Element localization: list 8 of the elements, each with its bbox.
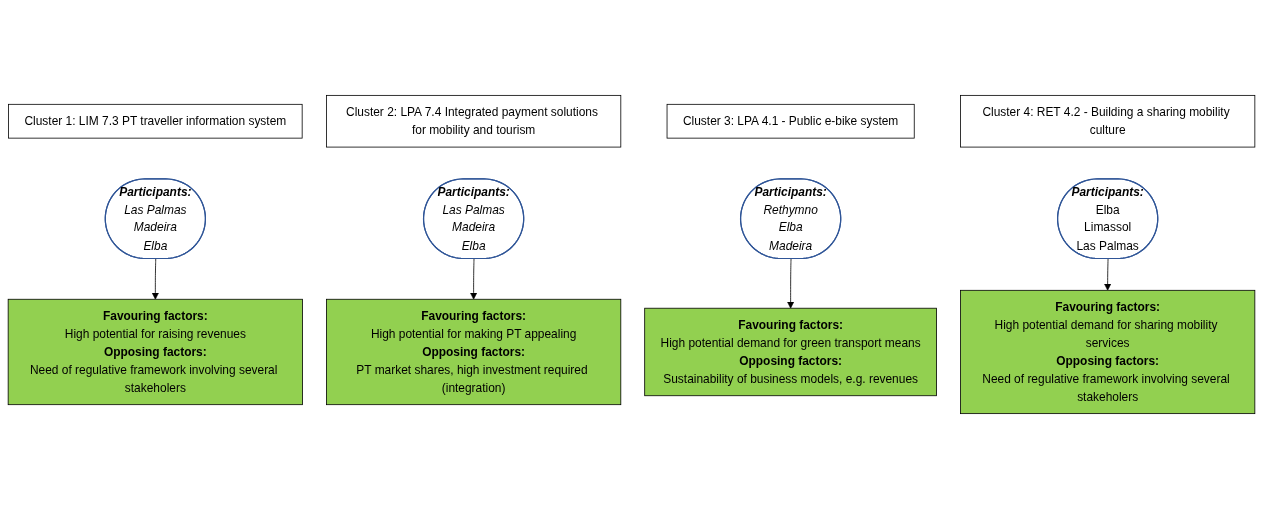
node-box: Cluster 1: LIM 7.3 PT traveller information system [8, 103, 303, 139]
node-box: Cluster 3: LPA 4.1 - Public e-bike system [666, 103, 915, 139]
node-box: Favouring factors: High potential demand for green transport means Opposing factors: Sustainability of business models, e.g. revenues [644, 307, 937, 397]
node-box: Cluster 4: RET 4.2 - Building a sharing mobility culture [960, 94, 1256, 148]
node-box: Favouring factors: High potential for making PT appealing Opposing factors: PT market shares, high investment required (integration) [326, 298, 622, 406]
node-box: Favouring factors: High potential demand for sharing mobility services Opposing factors: Need of regulative framework involving several stakeholers [960, 289, 1256, 415]
node-box: Favouring factors: High potential for raising revenues Opposing factors: Need of regulative framework involving several stakeholers [7, 298, 303, 406]
node-box: Cluster 2: LPA 7.4 Integrated payment solutions for mobility and tourism [326, 94, 622, 148]
